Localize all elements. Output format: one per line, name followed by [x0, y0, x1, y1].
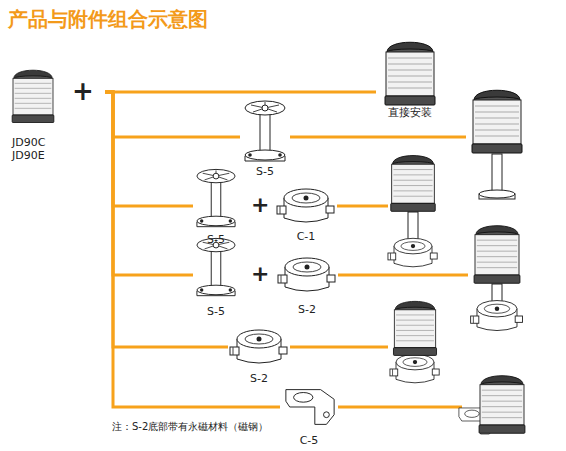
product-lamp: JD90C JD90E	[8, 60, 105, 160]
part-label: S-2	[228, 372, 290, 385]
part-label: 直接安装	[376, 106, 444, 119]
assembled-lamp	[385, 42, 525, 434]
part-label: S-2	[276, 303, 338, 316]
accessory-art	[197, 101, 335, 424]
assembled-lamp: 直接安装	[376, 40, 444, 144]
note-text: 注：S-2底部带有永磁材料（磁钢）	[112, 420, 268, 434]
orange-connector	[105, 91, 376, 94]
part-label: C-5	[280, 434, 338, 447]
part-label: JD90C JD90E	[12, 136, 57, 162]
orange-connector	[105, 92, 240, 137]
plus-sign: +	[72, 76, 94, 106]
orange-connector	[105, 92, 193, 275]
accessory-part: S-5	[193, 235, 239, 315]
accessory-part: S-5	[240, 98, 290, 176]
accessory-part: S-5	[193, 166, 239, 246]
accessory-part: C-5	[280, 383, 338, 431]
accessory-part: S-2	[228, 325, 290, 369]
orange-connector	[105, 92, 193, 206]
plus-sign: +	[251, 192, 269, 217]
plus-sign: +	[251, 261, 269, 286]
diagram-title: 产品与附件组合示意图	[8, 6, 208, 33]
accessory-part: C-1	[275, 184, 337, 228]
part-label: S-5	[193, 233, 239, 246]
accessory-part: S-2	[276, 253, 338, 297]
part-label: C-1	[275, 230, 337, 243]
part-label: S-5	[193, 305, 239, 318]
product-lamp	[12, 70, 54, 122]
part-label: S-5	[240, 165, 290, 178]
